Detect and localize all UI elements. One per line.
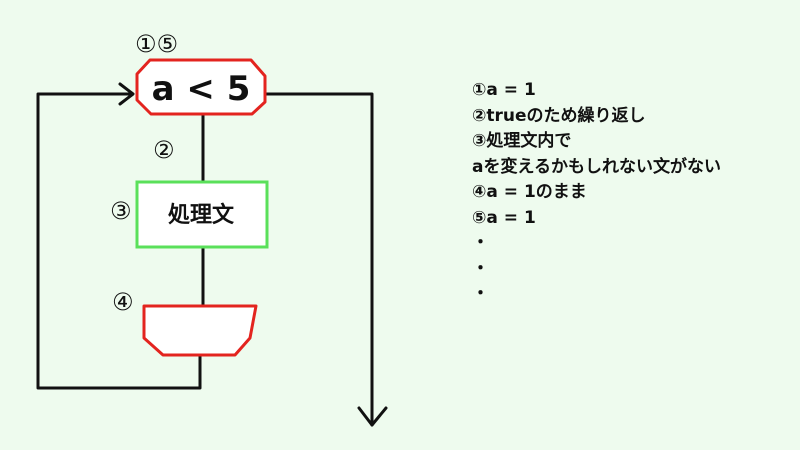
exit-arrowhead [357,406,388,427]
step-marker-process: ③ [110,197,132,225]
flow-lines [36,82,388,427]
exit-line [263,92,374,427]
note-line: ⑤a = 1 [472,207,536,228]
loop-back-line [36,92,202,390]
note-line: ④a = 1のまま [472,182,587,202]
step-marker-loop-end: ④ [112,288,134,316]
step-marker-arrow: ② [153,136,175,164]
note-line: ①a = 1 [472,80,536,100]
note-line: ②trueのため繰り返し [472,105,646,126]
loop-back-arrowhead [118,82,135,106]
step-marker-condition: ①⑤ [135,30,178,58]
process-label: 処理文 [168,202,235,228]
process-box [135,180,269,249]
note-line: ③処理文内で [472,131,572,151]
note-ellipsis-dot: ・ [472,284,489,304]
note-ellipsis-dot: ・ [472,258,489,279]
loop-end-shape [142,304,258,357]
note-ellipsis-dot: ・ [472,233,489,253]
note-line: aを変えるかもしれない文がない [472,156,721,177]
loop-condition: a < 5 [152,69,251,109]
explanation-notes: ①a = 1 ②trueのため繰り返し ③処理文内で aを変えるかもしれない文が… [472,78,721,308]
loop-start-shape [135,58,267,116]
